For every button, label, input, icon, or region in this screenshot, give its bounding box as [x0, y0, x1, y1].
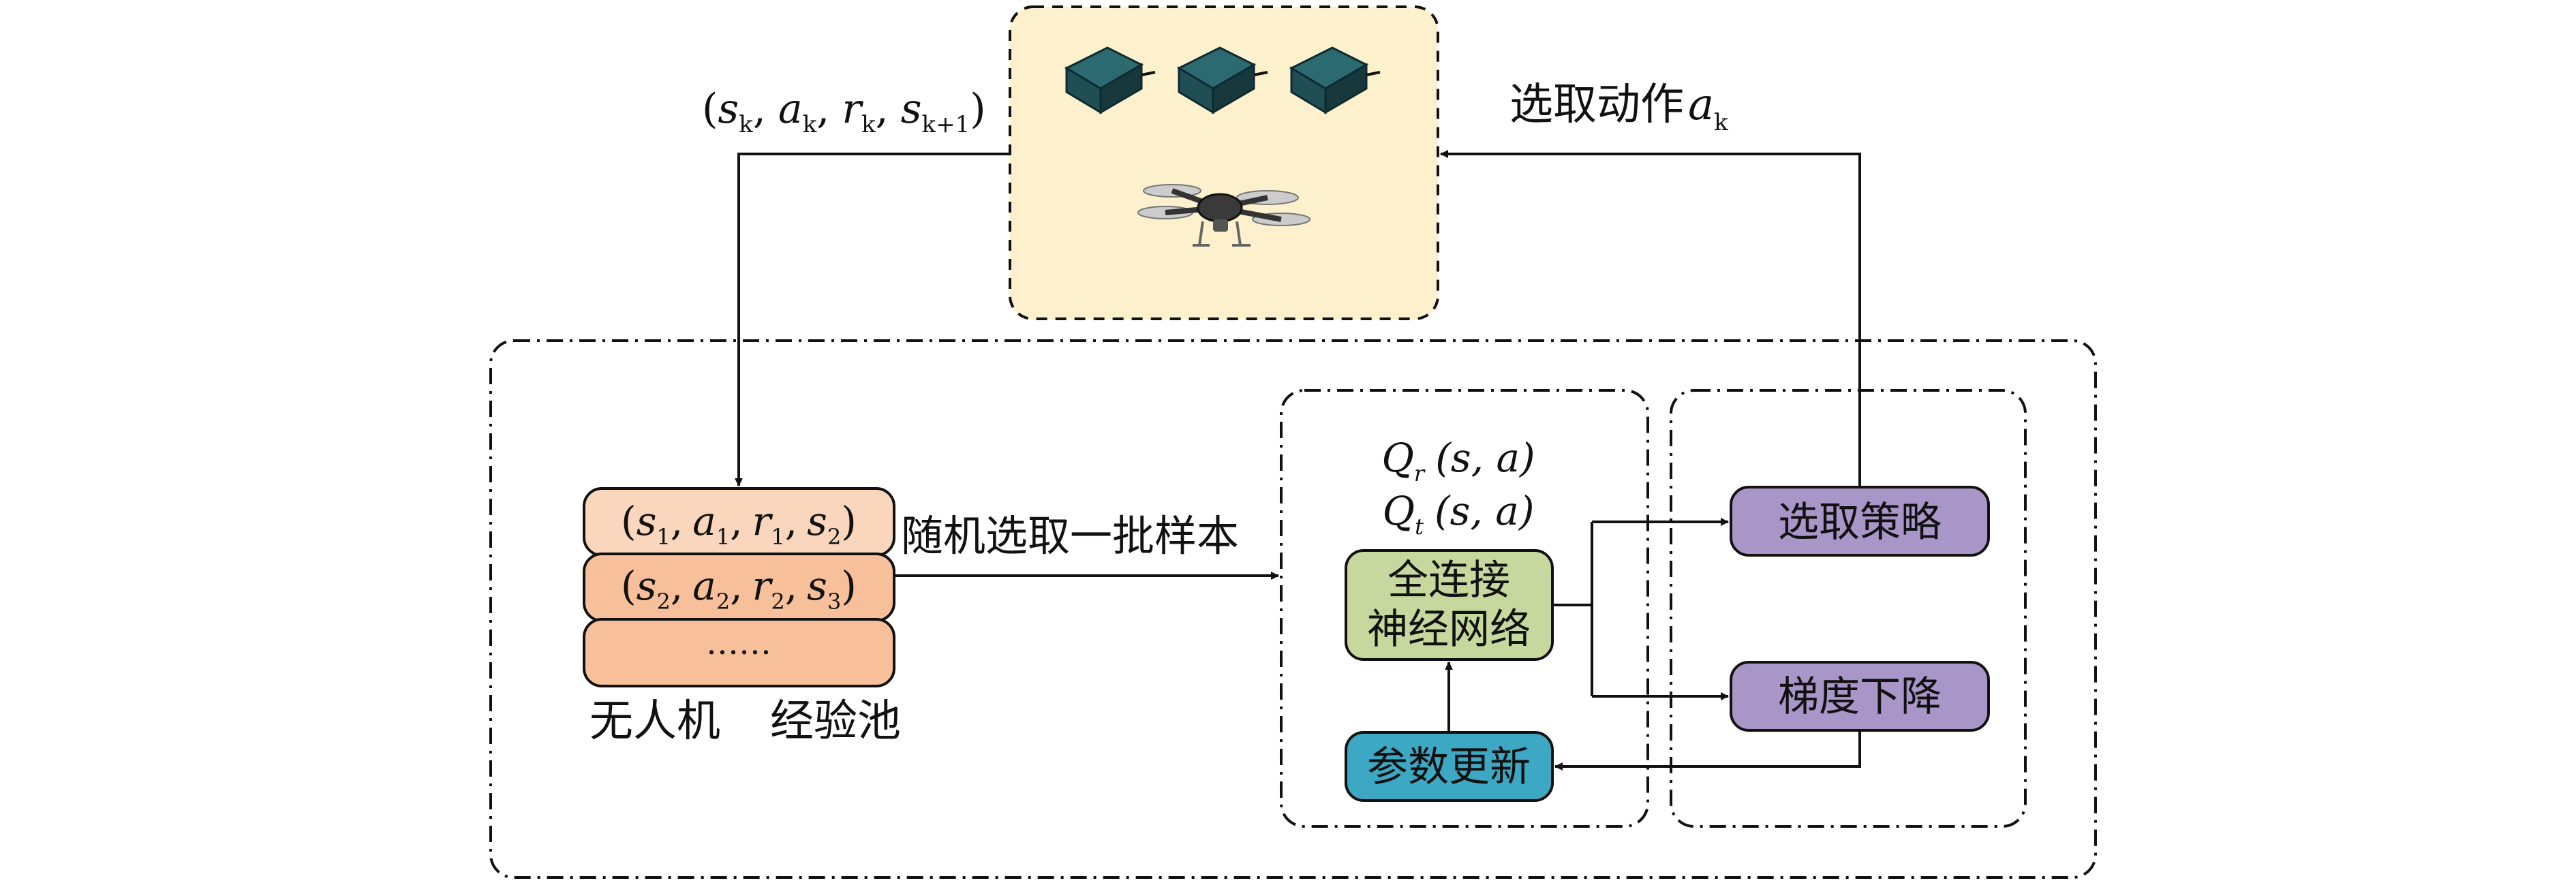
policy-region — [1670, 389, 2027, 828]
gradient-descent-label: 梯度下降 — [1778, 673, 1942, 721]
sample-arrow-label: 随机选取一批样本 — [901, 511, 1239, 561]
uav-unit-icon — [1289, 46, 1381, 114]
param-update-label: 参数更新 — [1367, 743, 1531, 791]
buffer-row-2-label: (s2,a2,r2,s3) — [621, 563, 857, 615]
buffer-caption-right: 经验池 — [770, 696, 901, 747]
arrow-gradient-to-update — [1554, 730, 1861, 771]
fc-network-line1: 全连接 — [1387, 557, 1510, 604]
arrow-env-to-buffer — [735, 153, 1010, 486]
q-r-label: Qr(s, a) — [1381, 435, 1535, 486]
action-label: 选取动作ak — [1509, 80, 1728, 136]
uav-unit-icon — [1064, 46, 1156, 114]
fc-network-line2: 神经网络 — [1367, 606, 1531, 653]
arrow-policy-to-env — [1440, 150, 1861, 487]
transition-label: (sk,ak,rk,sk+1) — [702, 85, 986, 138]
buffer-row-1-label: (s1,a1,r1,s2) — [621, 498, 857, 550]
agent-box — [489, 339, 2097, 879]
buffer-caption-left: 无人机 — [589, 696, 720, 747]
uav-unit-icon — [1176, 46, 1268, 114]
network-region — [1280, 389, 1649, 828]
q-t-label: Qt(s, a) — [1383, 488, 1535, 540]
buffer-ellipsis: …… — [706, 624, 771, 662]
buffer-row-3 — [583, 618, 895, 687]
select-policy-label: 选取策略 — [1778, 499, 1942, 546]
drone-icon — [1137, 184, 1310, 247]
